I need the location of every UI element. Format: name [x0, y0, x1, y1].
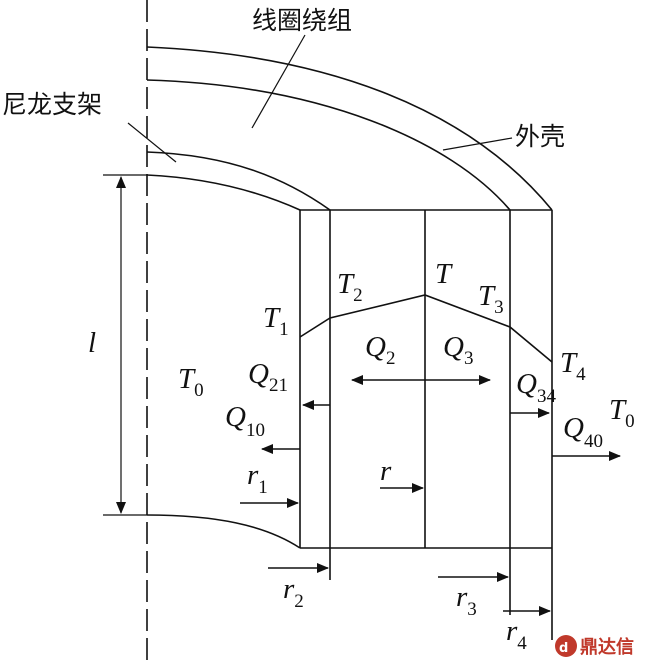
- label-nylon-support: 尼龙支架: [2, 90, 102, 119]
- symbol-t: T: [435, 258, 453, 290]
- symbol-q34: Q34: [516, 368, 556, 407]
- symbol-t4: T4: [560, 347, 586, 385]
- symbol-r: r: [380, 455, 392, 487]
- outer-shell-arc: [146, 46, 553, 211]
- symbol-q21: Q21: [248, 358, 288, 396]
- symbol-t3: T3: [478, 280, 504, 318]
- label-coil-winding: 线圈绕组: [252, 6, 352, 35]
- symbol-t0-left: T0: [178, 363, 204, 401]
- temperature-profile: [299, 294, 553, 363]
- symbol-r4: r4: [506, 615, 527, 654]
- nylon-inner-arc: [146, 174, 301, 211]
- coil-outer-arc: [146, 79, 511, 211]
- watermark: d 鼎达信: [555, 635, 634, 658]
- symbol-r1: r1: [247, 459, 268, 498]
- nylon-bottom-curve: [146, 514, 301, 549]
- symbol-q2: Q2: [365, 331, 395, 369]
- watermark-logo-glyph: d: [559, 641, 568, 656]
- symbol-q10: Q10: [225, 401, 265, 441]
- symbol-t2: T2: [337, 268, 363, 306]
- symbol-t1: T1: [263, 302, 289, 340]
- symbol-t0-right: T0: [609, 394, 635, 432]
- watermark-logo-icon: [555, 635, 577, 657]
- leader-shell: [442, 137, 513, 151]
- leader-nylon: [127, 122, 177, 163]
- leader-coil: [251, 34, 306, 129]
- symbol-q40: Q40: [563, 412, 603, 452]
- nylon-outer-arc: [146, 151, 331, 211]
- label-outer-shell: 外壳: [515, 122, 565, 151]
- symbol-q3: Q3: [443, 331, 473, 369]
- watermark-text: 鼎达信: [580, 636, 634, 658]
- symbol-l: l: [88, 327, 96, 359]
- symbol-r3: r3: [456, 581, 477, 620]
- symbol-r2: r2: [283, 573, 304, 612]
